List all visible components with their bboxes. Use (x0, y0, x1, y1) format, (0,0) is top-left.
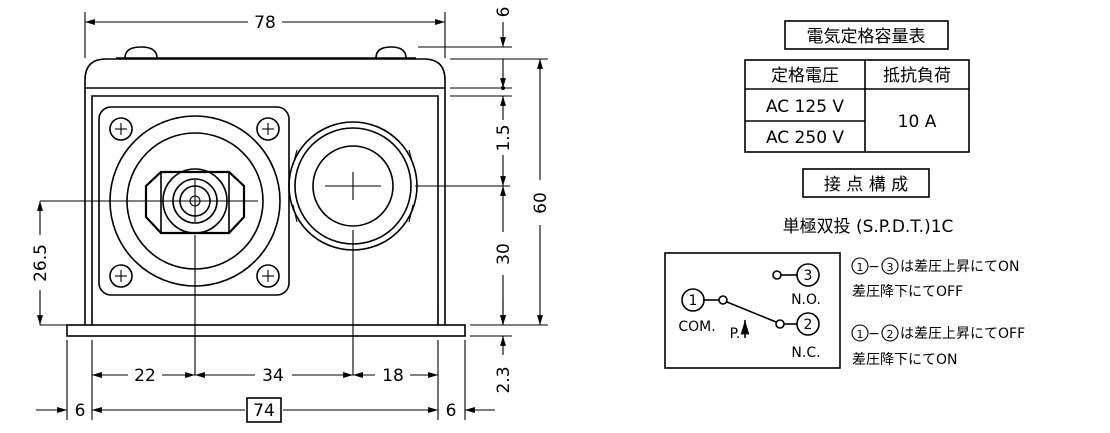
desc2-line2: 差圧降下にてON (852, 352, 958, 368)
load-value: 10 A (898, 112, 937, 132)
dim-18: 18 (382, 366, 404, 386)
label-p: P. (730, 326, 741, 342)
desc2-from: 1 (857, 328, 864, 341)
desc2-dash: − (868, 326, 880, 342)
label-nc: N.C. (791, 345, 820, 361)
dim-30: 30 (494, 243, 514, 265)
dimension-lines (36, 12, 548, 423)
screw-icon (109, 117, 133, 141)
contact-title: 接 点 構 成 (824, 175, 908, 195)
label-com: COM. (678, 319, 715, 335)
terminal-3: 3 (804, 268, 813, 284)
desc2-line1: は差圧上昇にてOFF (900, 326, 1025, 342)
rating-table: 電気定格容量表 定格電圧 抵抗負荷 AC 125 V AC 250 V 10 A (744, 20, 970, 153)
contact-type: 単極双投 (S.P.D.T.)1C (783, 217, 954, 237)
desc2-to: 2 (887, 328, 894, 341)
rating-table-title: 電気定格容量表 (807, 27, 926, 47)
screw-icon (256, 264, 280, 288)
dim-22: 22 (134, 366, 156, 386)
dim-6-left: 6 (75, 401, 86, 421)
desc1-to: 3 (887, 261, 894, 274)
switch-body (66, 46, 466, 337)
col-voltage: 定格電圧 (771, 66, 839, 86)
dim-6-top: 6 (494, 7, 514, 18)
dimension-labels: 78 6 1.5 60 30 26.5 2.3 22 34 18 6 74 6 (31, 7, 551, 421)
dim-2-3: 2.3 (494, 366, 514, 393)
col-load: 抵抗負荷 (883, 66, 951, 86)
desc1-from: 1 (857, 261, 864, 274)
label-no: N.O. (791, 292, 821, 308)
desc1-dash: − (868, 259, 880, 275)
dim-60: 60 (531, 192, 551, 214)
terminal-1: 1 (689, 293, 698, 309)
dim-1-5: 1.5 (494, 124, 514, 151)
dim-78: 78 (254, 13, 276, 33)
dim-34: 34 (262, 366, 284, 386)
voltage-125: AC 125 V (766, 97, 844, 117)
screw-icon (109, 264, 133, 288)
dim-6-right: 6 (446, 401, 457, 421)
voltage-250: AC 250 V (766, 128, 844, 148)
dim-26-5: 26.5 (31, 244, 51, 282)
desc1-line2: 差圧降下にてOFF (852, 284, 963, 300)
center-lines (40, 172, 510, 375)
screw-icon (256, 117, 280, 141)
desc1-line1: は差圧上昇にてON (900, 259, 1020, 275)
cable-gland (288, 121, 418, 251)
dim-74: 74 (253, 401, 275, 421)
contact-config: 接 点 構 成 単極双投 (S.P.D.T.)1C 3 N.O. 1 COM. … (664, 168, 1025, 369)
terminal-2: 2 (804, 317, 813, 333)
